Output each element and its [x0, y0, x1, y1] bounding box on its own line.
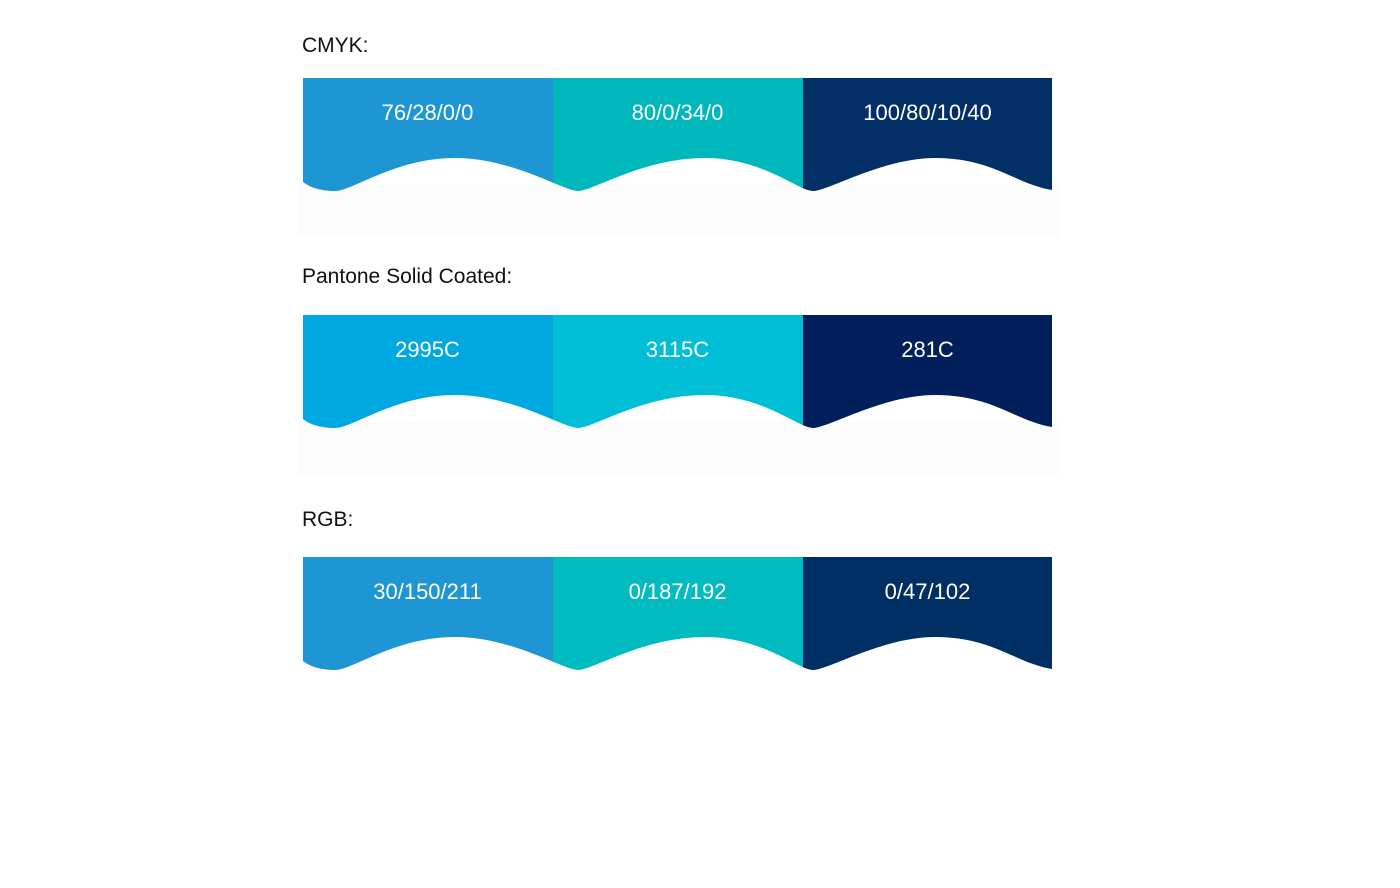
color-swatch: [553, 315, 804, 428]
swatch-value: 0/47/102: [884, 579, 971, 604]
swatch-graphic: [303, 78, 1052, 191]
color-swatch: [303, 315, 554, 428]
color-swatch: [803, 557, 1052, 670]
color-swatch: [803, 315, 1052, 428]
color-swatch: [553, 557, 804, 670]
color-swatch: [553, 78, 804, 191]
section-title-rgb: RGB:: [302, 508, 354, 531]
swatch-value: 2995C: [395, 337, 460, 362]
section-backdrop: [298, 185, 1060, 237]
section-title-cmyk: CMYK:: [302, 34, 369, 57]
swatch-value: 281C: [901, 337, 954, 362]
section-title-pantone: Pantone Solid Coated:: [302, 265, 513, 288]
swatch-row-pantone: 2995C 3115C 281C: [303, 315, 1052, 435]
swatch-value: 100/80/10/40: [863, 100, 992, 125]
color-swatch: [303, 78, 554, 191]
section-backdrop: [298, 422, 1060, 474]
swatch-graphic: [303, 315, 1052, 428]
swatch-graphic: [303, 557, 1052, 670]
swatch-row-cmyk: 76/28/0/0 80/0/34/0 100/80/10/40: [303, 78, 1052, 198]
swatch-value: 0/187/192: [628, 579, 727, 604]
color-swatch: [803, 78, 1052, 191]
swatch-value: 80/0/34/0: [631, 100, 724, 125]
swatch-row-rgb: 30/150/211 0/187/192 0/47/102: [303, 557, 1052, 677]
swatch-value: 30/150/211: [373, 579, 482, 604]
color-swatch: [303, 557, 554, 670]
swatch-value: 76/28/0/0: [381, 100, 474, 125]
swatch-value: 3115C: [645, 337, 710, 362]
